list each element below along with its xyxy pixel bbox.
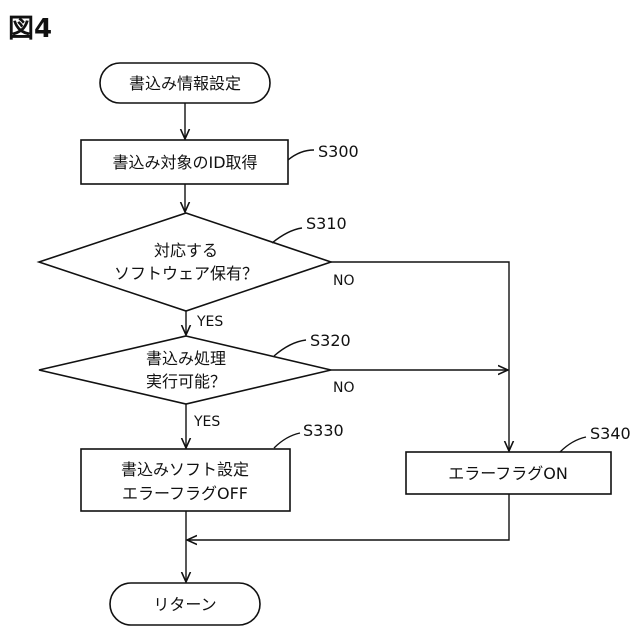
set-software-process: 書込みソフト設定 エラーフラグOFF — [81, 449, 290, 511]
leader-s310 — [272, 228, 302, 243]
arrow-no-software-to-error — [331, 262, 509, 451]
leader-s340 — [560, 437, 586, 452]
set-software-line1: 書込みソフト設定 — [121, 460, 249, 479]
error-flag-label: エラーフラグON — [448, 464, 568, 483]
edge-label-yes-1: YES — [196, 314, 223, 330]
start-label: 書込み情報設定 — [129, 74, 241, 93]
edge-label-no-2: NO — [333, 380, 355, 396]
step-leaders — [272, 150, 586, 452]
error-flag-process: エラーフラグON — [406, 452, 611, 494]
step-label-s330: S330 — [303, 421, 344, 440]
leader-s300 — [288, 150, 314, 160]
step-label-s340: S340 — [590, 424, 631, 443]
step-label-s320: S320 — [310, 331, 351, 350]
leader-s320 — [274, 340, 306, 356]
software-decision-line2: ソフトウェア保有？ — [114, 264, 258, 283]
end-label: リターン — [153, 595, 216, 614]
figure-label: 図4 — [8, 14, 52, 44]
write-decision-line1: 書込み処理 — [146, 349, 226, 368]
software-decision: 対応する ソフトウェア保有？ — [39, 213, 331, 311]
get-id-label: 書込み対象のID取得 — [112, 153, 257, 172]
edge-label-no-1: NO — [333, 273, 355, 289]
step-label-s310: S310 — [306, 214, 347, 233]
step-label-s300: S300 — [318, 142, 359, 161]
get-id-process: 書込み対象のID取得 — [81, 140, 288, 184]
write-decision-line2: 実行可能？ — [146, 372, 226, 391]
software-decision-line1: 対応する — [154, 241, 218, 260]
set-software-line2: エラーフラグOFF — [122, 484, 248, 503]
edge-label-yes-2: YES — [193, 414, 220, 430]
end-terminal: リターン — [110, 583, 260, 625]
start-terminal: 書込み情報設定 — [100, 63, 270, 103]
leader-s330 — [274, 433, 300, 448]
